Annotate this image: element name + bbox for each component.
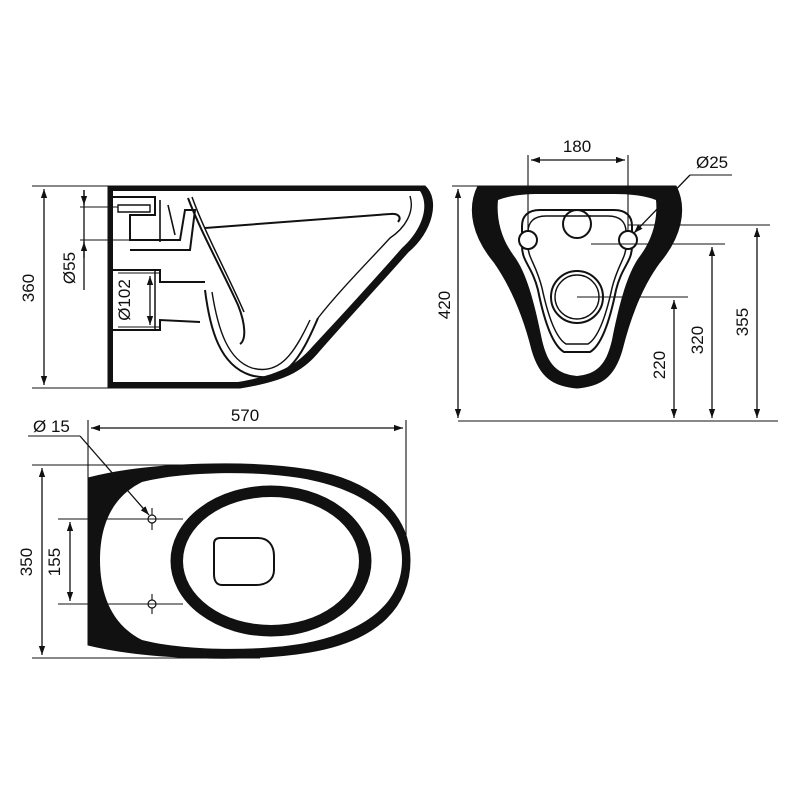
dimension-label-355: 355 bbox=[733, 308, 752, 336]
rear-view-inlet-hole bbox=[562, 209, 592, 239]
dimension-label-hole-diameter: Ø 15 bbox=[33, 417, 70, 436]
top-view-dimensions: 570 350 155 Ø 15 bbox=[17, 406, 407, 659]
rear-view-bolt-hole-right bbox=[618, 230, 638, 250]
side-view bbox=[32, 185, 433, 389]
side-view-dimensions: 360 Ø55 Ø102 bbox=[19, 189, 154, 385]
dimension-label-220: 220 bbox=[650, 351, 669, 379]
top-view-bowl-opening bbox=[183, 497, 359, 625]
top-view-drain bbox=[213, 537, 275, 586]
dimension-label-bolt-diameter: Ø25 bbox=[696, 153, 728, 172]
dimension-label-420: 420 bbox=[435, 291, 454, 319]
rear-view-bolt-hole-left bbox=[518, 230, 538, 250]
top-view bbox=[87, 463, 411, 659]
leader-line-hole-diameter bbox=[79, 435, 150, 516]
dimension-label-outlet: Ø102 bbox=[115, 279, 134, 321]
dimension-label-320: 320 bbox=[688, 326, 707, 354]
dimension-label-155: 155 bbox=[45, 548, 64, 576]
dimension-label-360: 360 bbox=[19, 274, 38, 302]
dimension-label-180: 180 bbox=[563, 137, 591, 156]
rear-view-dimensions: 420 180 Ø25 355 320 220 bbox=[435, 137, 778, 422]
dimension-label-inlet: Ø55 bbox=[60, 252, 79, 284]
dimension-label-570: 570 bbox=[231, 406, 259, 425]
dimension-label-350: 350 bbox=[17, 548, 36, 576]
